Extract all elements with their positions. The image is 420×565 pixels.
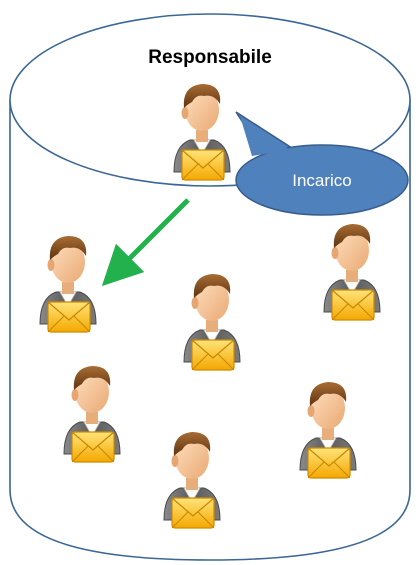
callout-label: Incarico (292, 171, 352, 190)
assignment-arrow (101, 198, 190, 287)
callout-bubble (235, 111, 409, 216)
diagram-title: Responsabile (148, 47, 272, 68)
